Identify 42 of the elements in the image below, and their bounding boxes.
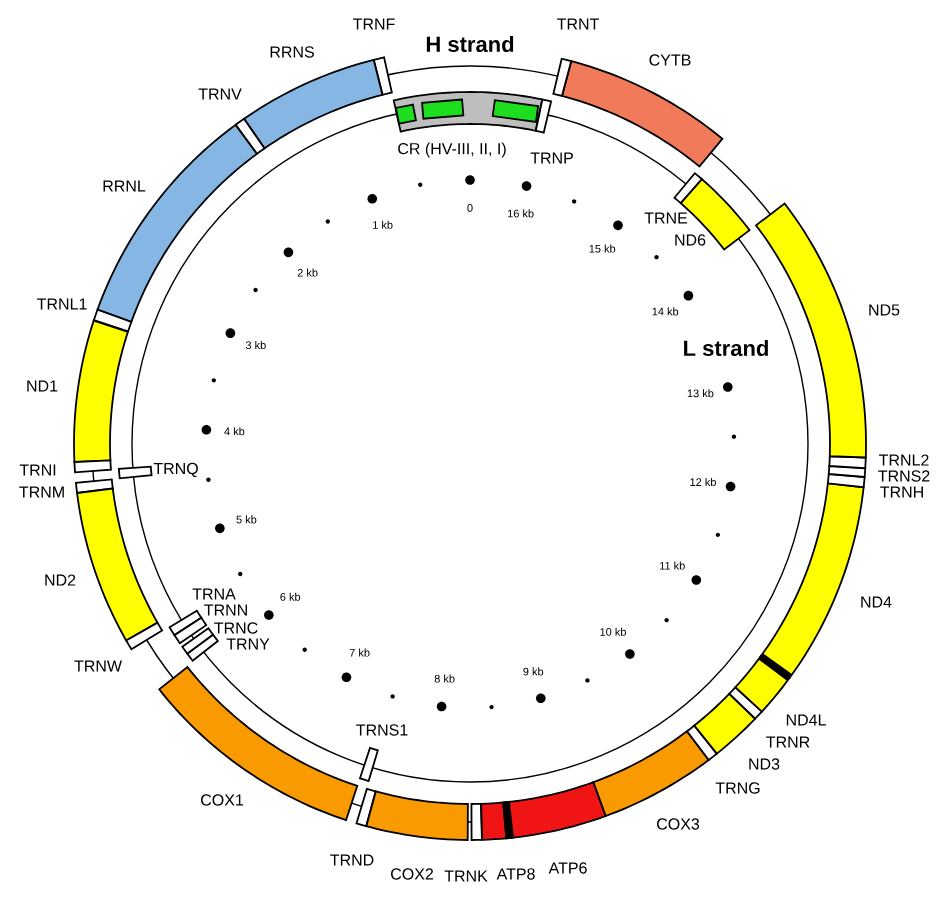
gene-label: COX1: [201, 794, 243, 806]
gene-label: TRNR: [766, 736, 810, 748]
strand-label: H strand: [426, 35, 514, 53]
region-box: [394, 103, 417, 125]
gene-label: COX3: [657, 818, 700, 830]
gene-label: TRNL2: [879, 454, 929, 466]
gene-label: TRNA: [192, 588, 236, 600]
gene-label: TRNQ: [153, 462, 198, 478]
gene-label: TRNW: [74, 660, 122, 672]
gene-label: ND4: [861, 596, 892, 608]
gene-label: ATP8: [496, 868, 535, 880]
gene-label: ND4L: [786, 714, 826, 726]
gene-label: TRNE: [644, 212, 688, 224]
gene-label: TRNY: [226, 638, 270, 650]
gene-label: TRNH: [880, 486, 923, 498]
gene-label: RRNL: [103, 180, 146, 192]
strand-label: L strand: [684, 339, 768, 357]
gene-label: COX2: [391, 868, 433, 880]
gene-label: ND2: [45, 574, 76, 586]
gene-label: TRNT: [557, 18, 599, 30]
gene-label: TRNG: [715, 782, 760, 794]
gene-label: TRNN: [204, 604, 247, 616]
gene-label: TRNP: [530, 152, 573, 164]
gene-label: ND3: [749, 758, 780, 770]
gene-label: ND1: [27, 380, 58, 392]
gene-label: TRNF: [353, 18, 395, 30]
gene-label: TRNI: [19, 464, 56, 476]
region-box: [491, 99, 540, 123]
gene-label: TRNC: [214, 622, 258, 634]
gene-label: TRNV: [198, 88, 242, 100]
gene-label: ND6: [675, 234, 706, 246]
gene-label: CYTB: [649, 54, 691, 66]
gene-label: ATP6: [548, 862, 587, 874]
gene-label: RRNS: [270, 46, 314, 58]
gene-label: TRNL1: [37, 298, 87, 310]
gene-label: ND5: [869, 304, 900, 316]
gene-label: TRND: [330, 854, 374, 866]
gene-label: TRNM: [19, 486, 64, 498]
gene-label: TRNS1: [356, 724, 408, 736]
gene-label: TRNK: [444, 870, 488, 882]
gene-label: TRNS2: [878, 470, 930, 482]
region-label: CR (HV-III, II, I): [398, 142, 506, 158]
